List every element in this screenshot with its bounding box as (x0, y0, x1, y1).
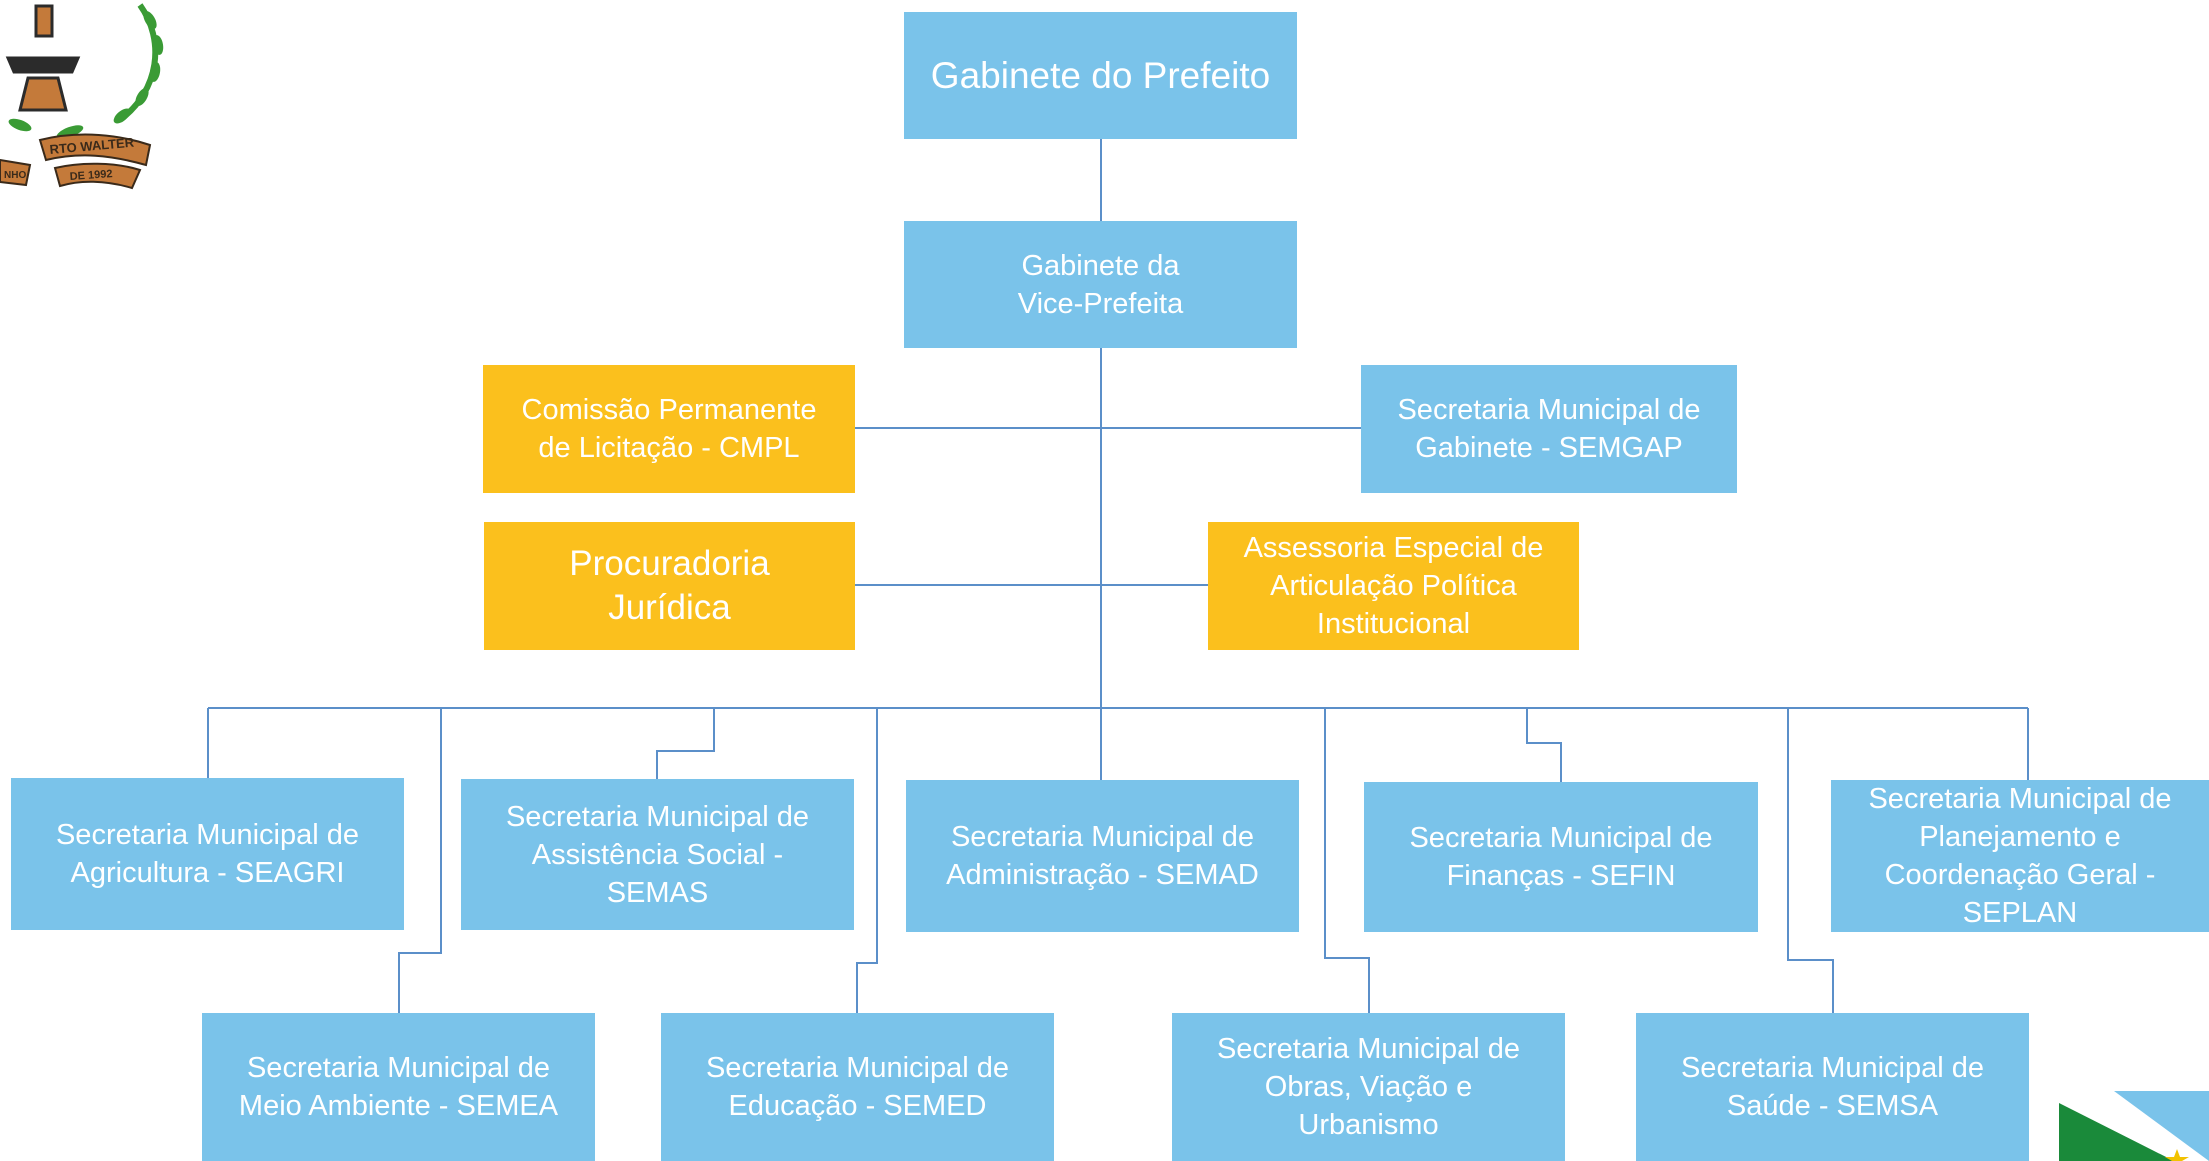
node-gabinete-prefeito: Gabinete do Prefeito (904, 12, 1297, 139)
node-semsa: Secretaria Municipal de Saúde - SEMSA (1636, 1013, 2029, 1161)
node-sefin: Secretaria Municipal de Finanças - SEFIN (1364, 782, 1758, 932)
flag-corner-graphic (2059, 1091, 2209, 1161)
seal-text-2: NHO (4, 170, 26, 181)
node-semea: Secretaria Municipal de Meio Ambiente - … (202, 1013, 595, 1161)
node-semed: Secretaria Municipal de Educação - SEMED (661, 1013, 1054, 1161)
node-semad: Secretaria Municipal de Administração - … (906, 780, 1299, 932)
municipal-seal-logo: RTO WALTER NHO DE 1992 (0, 3, 164, 190)
node-procuradoria-juridica: Procuradoria Jurídica (484, 522, 855, 650)
seal-text-1: RTO WALTER (49, 135, 135, 157)
node-semgap: Secretaria Municipal de Gabinete - SEMGA… (1361, 365, 1737, 493)
node-seagri: Secretaria Municipal de Agricultura - SE… (11, 778, 404, 930)
node-obras-viacao-urbanismo: Secretaria Municipal de Obras, Viação e … (1172, 1013, 1565, 1161)
node-gabinete-vice-prefeita: Gabinete da Vice-Prefeita (904, 221, 1297, 348)
node-cmpl: Comissão Permanente de Licitação - CMPL (483, 365, 855, 493)
node-seplan: Secretaria Municipal de Planejamento e C… (1831, 780, 2209, 932)
node-assessoria-especial: Assessoria Especial de Articulação Polít… (1208, 522, 1579, 650)
node-semas: Secretaria Municipal de Assistência Soci… (461, 779, 854, 930)
seal-text-3: DE 1992 (69, 168, 113, 183)
